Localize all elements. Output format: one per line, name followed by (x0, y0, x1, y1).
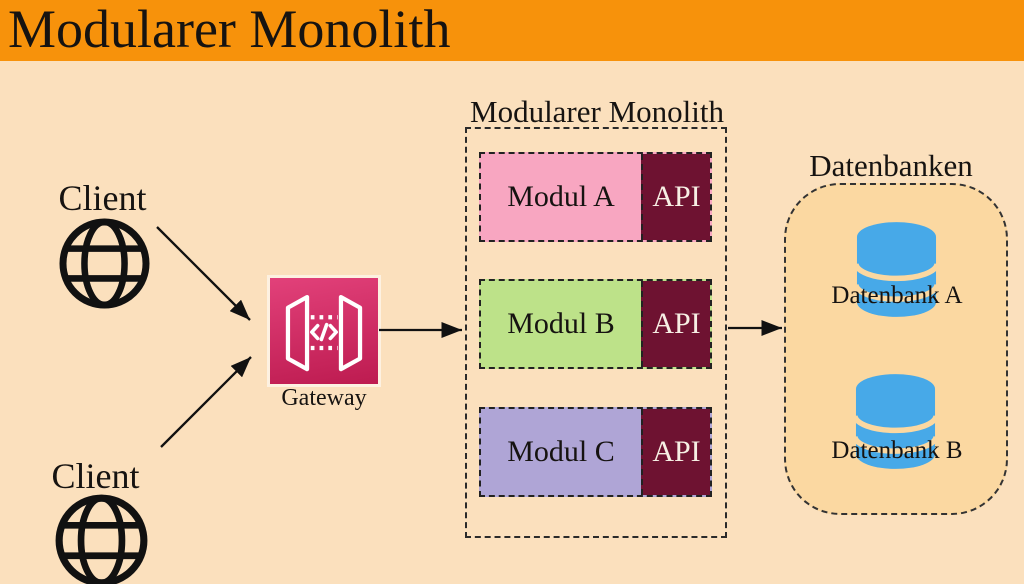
arrow-client1-to-gateway (156, 226, 251, 321)
title-bar: Modularer Monolith (0, 0, 1024, 61)
page-title: Modularer Monolith (8, 0, 451, 59)
database-icon (854, 374, 937, 469)
client-2-label: Client (51, 456, 140, 496)
database-a-label: Datenbank A (831, 282, 963, 309)
api-gateway-icon (270, 278, 378, 384)
globe-icon (59, 218, 150, 309)
monolith-title: Modularer Monolith (470, 94, 724, 129)
module-b-label: Modul B (507, 307, 615, 340)
module-a-label: Modul A (507, 180, 615, 213)
database-icon (855, 222, 938, 317)
module-b-api: API (641, 281, 710, 367)
monolith-box (465, 127, 727, 538)
module-c-api: API (641, 409, 710, 495)
globe-icon (55, 494, 148, 587)
module-c: Modul C API (479, 407, 712, 497)
bottom-margin (0, 584, 1024, 588)
database-b-label: Datenbank B (831, 437, 963, 464)
module-c-label: Modul C (507, 435, 615, 468)
module-a-api: API (641, 154, 710, 240)
databases-title: Datenbanken (809, 148, 973, 183)
module-b: Modul B API (479, 279, 712, 369)
gateway-label: Gateway (281, 385, 367, 411)
arrow-client2-to-gateway (160, 356, 252, 448)
module-a: Modul A API (479, 152, 712, 242)
diagram-canvas: Client Client (0, 61, 1024, 587)
client-1-label: Client (58, 178, 147, 218)
